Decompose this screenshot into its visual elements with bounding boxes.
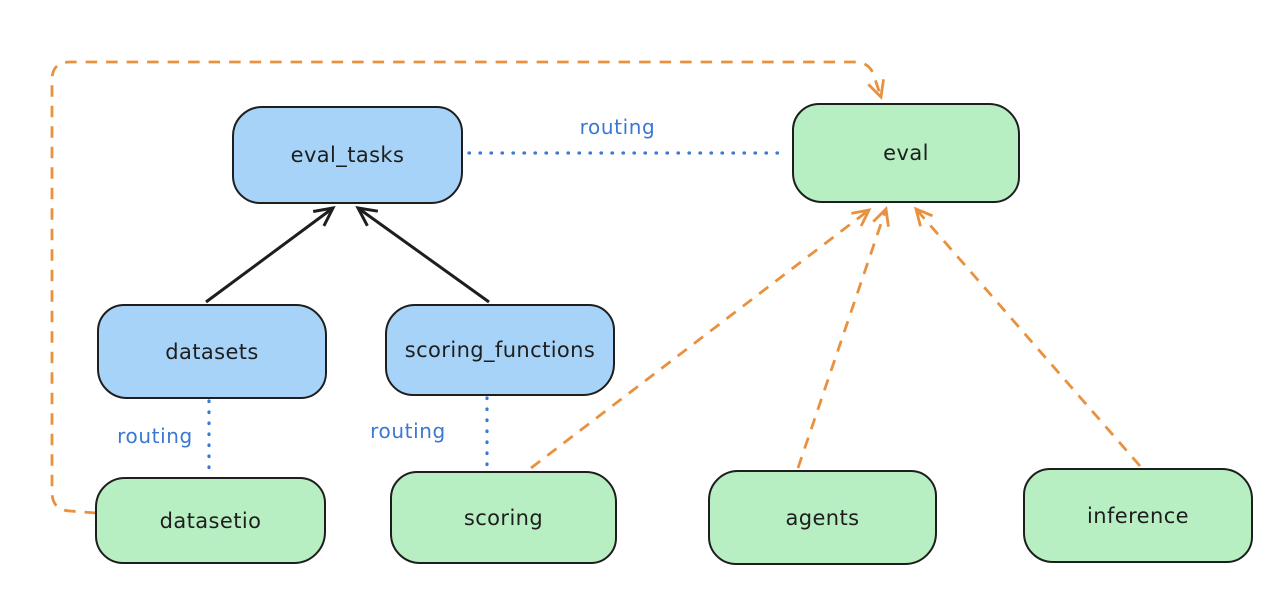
- node-inference: inference: [1023, 468, 1253, 563]
- edge-agents-to-eval-arrow: [796, 206, 890, 469]
- edge-label-routing-eval-tasks-eval: routing: [579, 115, 656, 139]
- edge-inference-to-eval-arrow: [913, 206, 1142, 467]
- node-scoring-functions: scoring_functions: [385, 304, 615, 396]
- node-eval: eval: [792, 103, 1020, 203]
- node-datasetio-label: datasetio: [159, 508, 262, 533]
- edge-datasets-to-eval-tasks-arrow: [205, 206, 336, 304]
- edge-label-routing-datasets-datasetio: routing: [117, 424, 193, 448]
- edge-scoring-to-eval-arrow: [530, 208, 872, 470]
- edge-label-routing-scoring-functions-scoring: routing: [370, 419, 446, 443]
- node-datasetio: datasetio: [95, 477, 326, 564]
- node-eval-label: eval: [883, 141, 929, 165]
- node-agents: agents: [708, 470, 937, 565]
- node-scoring-functions-label: scoring_functions: [404, 338, 596, 362]
- edge-scoring-functions-to-eval-tasks-arrow: [355, 206, 490, 304]
- edge-datasetio-to-eval-arrow: [50, 60, 885, 515]
- node-datasets: datasets: [97, 304, 327, 399]
- node-eval-tasks: eval_tasks: [232, 106, 463, 204]
- node-scoring: scoring: [390, 471, 617, 564]
- node-eval-tasks-label: eval_tasks: [290, 143, 405, 167]
- node-datasets-label: datasets: [165, 339, 259, 364]
- node-agents-label: agents: [785, 505, 860, 530]
- node-scoring-label: scoring: [463, 505, 544, 530]
- node-inference-label: inference: [1087, 503, 1189, 528]
